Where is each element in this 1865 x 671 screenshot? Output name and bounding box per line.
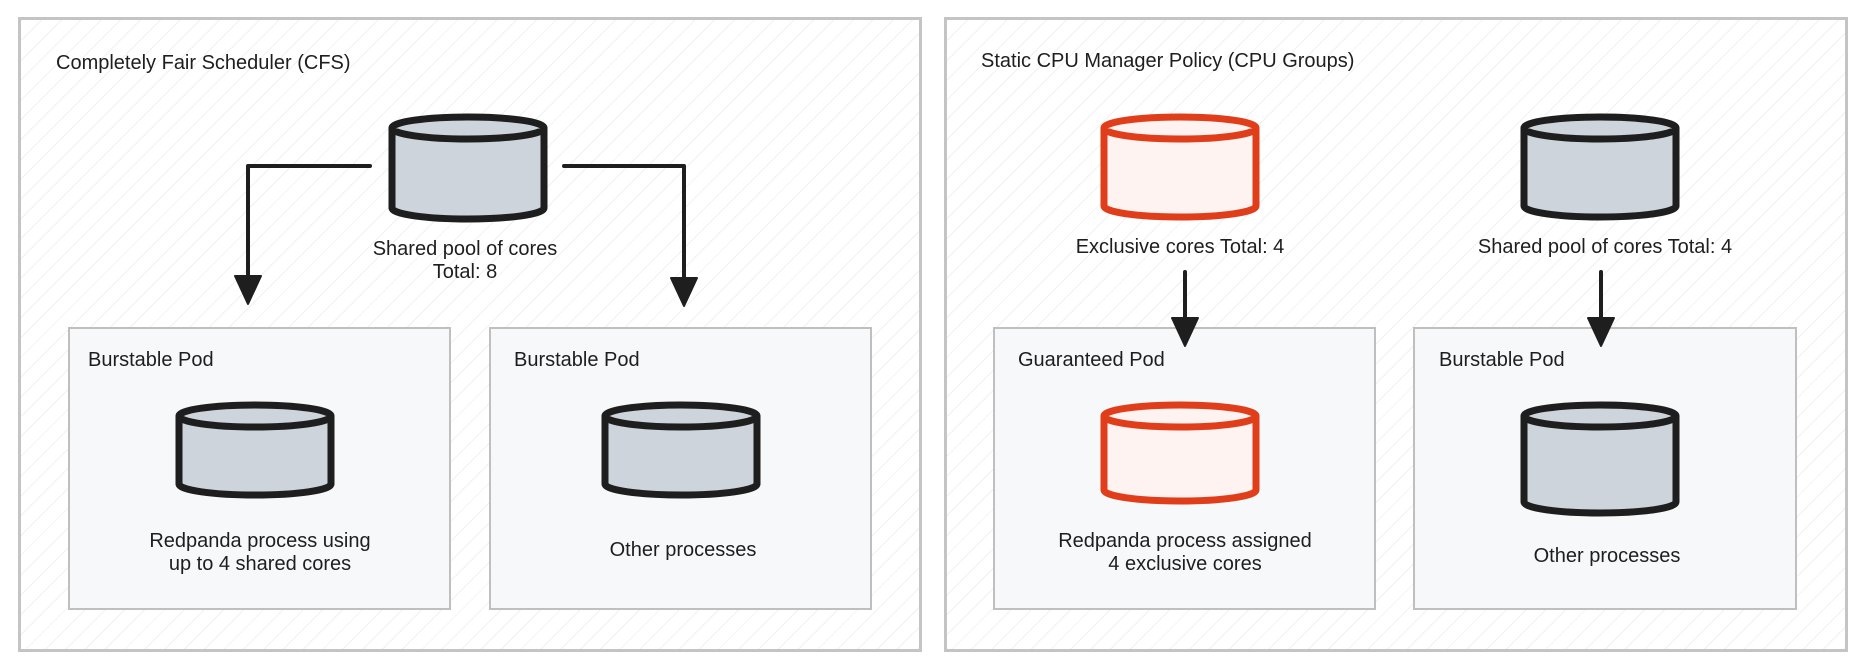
cfs-shared-pool-label-line1: Shared pool of cores	[372, 238, 558, 260]
cfs-pod-1-caption-line2: up to 4 shared cores	[168, 553, 352, 575]
cfs-shared-pool-label-line2: Total: 8	[432, 261, 498, 283]
static-pod-2-caption: Other processes	[1467, 545, 1747, 568]
static-pod-1-caption-line1: Redpanda process assigned	[1058, 530, 1312, 552]
static-pod-1-title: Guaranteed Pod	[1018, 349, 1165, 371]
cfs-pod-2-caption-line1: Other processes	[609, 539, 757, 561]
cfs-pod-1-title: Burstable Pod	[88, 349, 214, 371]
static-pod-1-caption: Redpanda process assigned 4 exclusive co…	[1035, 530, 1335, 576]
static-pod-2-title: Burstable Pod	[1439, 349, 1565, 371]
static-shared-pool-label: Shared pool of cores Total: 4	[1435, 236, 1775, 259]
static-shared-pool-label-text: Shared pool of cores Total: 4	[1477, 236, 1733, 258]
exclusive-cores-label-text: Exclusive cores Total: 4	[1075, 236, 1285, 258]
static-pod-1-caption-line2: 4 exclusive cores	[1108, 553, 1262, 575]
cfs-pod-1-caption-line1: Redpanda process using	[149, 530, 371, 552]
exclusive-cores-label: Exclusive cores Total: 4	[1040, 236, 1320, 259]
cfs-pod-2-caption: Other processes	[543, 539, 823, 562]
cfs-shared-pool-label: Shared pool of cores Total: 8	[330, 238, 600, 284]
cfs-pod-2-title: Burstable Pod	[514, 349, 640, 371]
static-pod-2-caption-line1: Other processes	[1533, 545, 1681, 567]
cfs-panel-title: Completely Fair Scheduler (CFS)	[56, 52, 351, 74]
static-cpu-panel-title: Static CPU Manager Policy (CPU Groups)	[981, 50, 1355, 72]
cfs-pod-1-caption: Redpanda process using up to 4 shared co…	[120, 530, 400, 576]
